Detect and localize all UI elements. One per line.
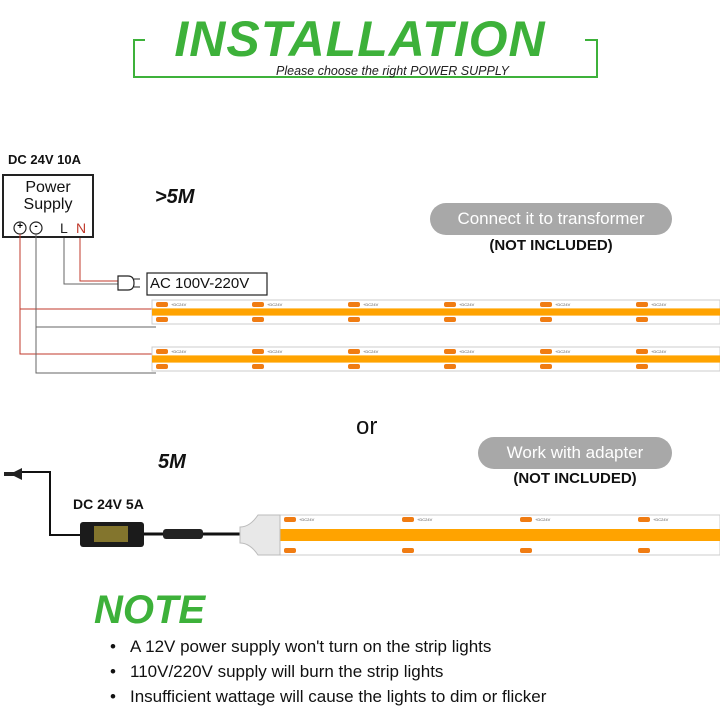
adapter-rating-label: DC 24V 5A [73, 496, 144, 512]
solder-pad [348, 364, 360, 369]
strip-marking: +DC24V [363, 302, 379, 307]
wire-l [63, 238, 118, 285]
eu-plug-icon [4, 468, 22, 480]
strip-marking: +DC24V [171, 302, 187, 307]
solder-pad [636, 302, 648, 307]
solder-pad [402, 548, 414, 553]
strip-end-cap [239, 514, 281, 556]
led-band [280, 529, 720, 541]
dc-connector-icon [163, 529, 203, 539]
strip-marking: +DC24V [267, 302, 283, 307]
power-box-label-1: Power [25, 179, 71, 196]
solder-pad [348, 349, 360, 354]
note-title: NOTE [94, 588, 206, 632]
length-label-over-5m: >5M [155, 186, 195, 208]
strip-marking: +DC24V [417, 517, 433, 522]
strip-marking: +DC24V [267, 349, 283, 354]
solder-pad [156, 364, 168, 369]
solder-pad [156, 302, 168, 307]
solder-pad [348, 317, 360, 322]
solder-pad [520, 517, 532, 522]
wire-positive [19, 234, 156, 355]
power-supply-box [2, 174, 94, 238]
strip-marking: +DC24V [555, 349, 571, 354]
not-included-label-1: (NOT INCLUDED) [489, 237, 613, 254]
note-item: •Insufficient wattage will cause the lig… [110, 687, 547, 706]
length-label-5m: 5M [158, 451, 186, 473]
page-title: INSTALLATION [174, 11, 546, 67]
ac-voltage-label: AC 100V-220V [150, 275, 250, 292]
solder-pad [284, 548, 296, 553]
ac-plug-icon [117, 275, 135, 291]
terminal-n: N [76, 220, 87, 236]
strip-marking: +DC24V [653, 517, 669, 522]
adapter-cable [22, 471, 80, 536]
power-box-label-2: Supply [23, 196, 73, 213]
or-separator: or [356, 413, 378, 440]
solder-pad [402, 517, 414, 522]
strip-marking: +DC24V [555, 302, 571, 307]
strip-marking: +DC24V [651, 349, 667, 354]
solder-pad [540, 302, 552, 307]
note-item-text: 110V/220V supply will burn the strip lig… [130, 662, 444, 681]
solder-pad [444, 317, 456, 322]
solder-pad [252, 364, 264, 369]
power-box-labels: Power Supply [3, 179, 93, 213]
terminal-minus: - [34, 221, 38, 232]
solder-pad [252, 317, 264, 322]
wire-n [79, 238, 118, 282]
solder-pad [540, 349, 552, 354]
note-item: •A 12V power supply won't turn on the st… [110, 637, 492, 656]
strip-marking: +DC24V [363, 349, 379, 354]
solder-pad [638, 548, 650, 553]
solder-pad [444, 349, 456, 354]
solder-pad [636, 317, 648, 322]
terminal-l: L [60, 220, 68, 236]
adapter-pill: Work with adapter [478, 437, 672, 469]
solder-pad [156, 317, 168, 322]
led-band [152, 355, 720, 363]
note-item-text: Insufficient wattage will cause the ligh… [130, 687, 547, 706]
not-included-label-2: (NOT INCLUDED) [513, 470, 637, 487]
solder-pad [284, 517, 296, 522]
strip-marking: +DC24V [299, 517, 315, 522]
solder-pad [520, 548, 532, 553]
solder-pad [540, 364, 552, 369]
strip-marking: +DC24V [459, 302, 475, 307]
solder-pad [348, 302, 360, 307]
solder-pad [156, 349, 168, 354]
page-subtitle: Please choose the right POWER SUPPLY [276, 64, 509, 78]
solder-pad [252, 349, 264, 354]
strip-marking: +DC24V [535, 517, 551, 522]
wire-negative [35, 234, 156, 374]
strip-marking: +DC24V [171, 349, 187, 354]
title-bracket [133, 39, 598, 78]
terminal-plus: + [17, 221, 23, 232]
transformer-pill: Connect it to transformer [430, 203, 672, 235]
solder-pad [636, 349, 648, 354]
note-item-text: A 12V power supply won't turn on the str… [130, 637, 492, 656]
solder-pad [638, 517, 650, 522]
solder-pad [444, 364, 456, 369]
solder-pad [444, 302, 456, 307]
solder-pad [540, 317, 552, 322]
note-item: •110V/220V supply will burn the strip li… [110, 662, 444, 681]
solder-pad [636, 364, 648, 369]
solder-pad [252, 302, 264, 307]
power-rating-label: DC 24V 10A [8, 152, 81, 167]
ac-label-box [146, 272, 268, 296]
strip-marking: +DC24V [459, 349, 475, 354]
strip-marking: +DC24V [651, 302, 667, 307]
led-band [152, 308, 720, 316]
